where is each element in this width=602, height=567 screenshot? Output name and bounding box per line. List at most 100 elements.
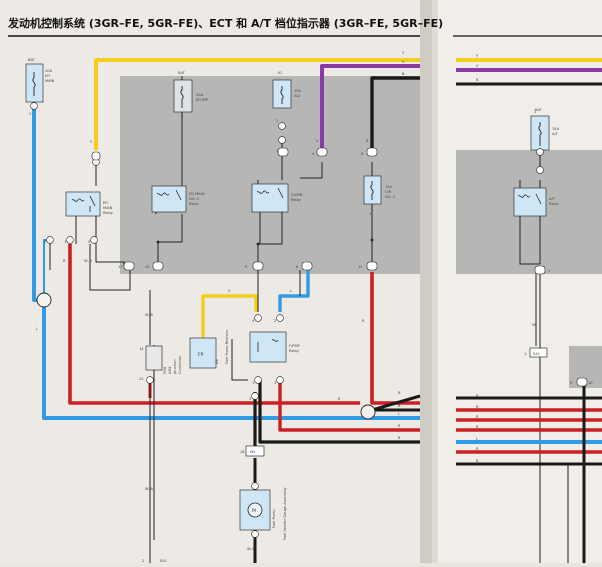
fp-resistor-tag: A8 [215, 359, 219, 364]
black-wire-lower-1 [371, 394, 421, 412]
right-bottom-pin: 9 [570, 381, 573, 385]
fpmp-relay-icon [257, 339, 279, 352]
cir-fuse-label-1: 15A [385, 185, 393, 189]
connector-pins [30, 102, 544, 538]
code-v-top: V [402, 60, 405, 64]
code-r-r4: R [476, 447, 479, 451]
af-relay [513, 187, 547, 217]
right-conn-pin: 1 [524, 352, 526, 356]
fpmp-relay-label-2: Relay [289, 349, 300, 353]
code-w-b-vertical: W–B [145, 313, 153, 317]
code-r-r1: R [476, 405, 479, 409]
junction-box-terminals [91, 147, 588, 387]
fuse-pin-6: 6 [361, 152, 364, 156]
code-b-lower: B [398, 391, 401, 395]
efi-relay-label-1: EFI [103, 201, 108, 205]
bottom-conn-label: EA1 [160, 559, 167, 563]
ecu-pin-1: 17 [118, 265, 123, 269]
code-b-r1: B [476, 394, 479, 398]
efi-relay-label-2: MAIN [103, 206, 113, 210]
efi-fuse-label-1: 20A [45, 69, 53, 73]
code-r-r2: R [476, 415, 479, 419]
af-bottom-pin: 1 [548, 269, 550, 273]
ig2-fuse-label-1: 15A [294, 89, 302, 93]
right-lower-wires [456, 382, 602, 563]
af-pin-top: 2 [534, 110, 536, 114]
wire-color-codes: Y V B Y V B Y V B R W–B L Y L R R B B L … [36, 51, 536, 551]
jb-pin-8: 8 [296, 265, 299, 269]
f-pmp-relay [249, 331, 287, 363]
right-bottom-pin-2: 10 [588, 381, 593, 385]
efi-fuse-icon [32, 72, 36, 96]
cir-fuse-label-3: NO. 2 [385, 195, 395, 199]
red-wire-left [68, 244, 360, 405]
ecu-pin-3: 9 [245, 265, 248, 269]
yellow-wire-resistor [201, 294, 258, 338]
right-page-paper [432, 0, 602, 563]
engine-room-junction-box [120, 76, 420, 274]
code-y-left: Y [90, 140, 93, 144]
af-relay-label-1: A/F [549, 197, 555, 201]
eg-relay-label-1: EG MAIN [189, 192, 205, 196]
fuel-pump-tag: Fuel Pump [272, 509, 276, 528]
joint-label-1: FD4 [163, 366, 167, 374]
copn-relay-label-1: C/OPN [291, 193, 303, 197]
book-spine-shadow [420, 0, 434, 563]
code-y-top: Y [402, 51, 405, 55]
code-y-right: Y [476, 54, 479, 58]
joint-label-3: Junction [173, 360, 177, 375]
ig-pin-1: 1 [276, 149, 278, 153]
fpmp-pin-1: 1 [252, 381, 254, 385]
efi-mp-fuse-tag: BAT [178, 71, 186, 75]
gauge-connector [245, 445, 265, 457]
code-b-r2: B [476, 459, 479, 463]
ig2-fuse-label-2: IG2 [294, 94, 300, 98]
af-relay-switch-icon [535, 193, 542, 205]
blue-wire-fpmp [278, 270, 310, 312]
efi-mp-fuse-label-1: 20A [196, 93, 204, 97]
efi-mp-fuse-icon [180, 86, 184, 108]
junction-connector [145, 345, 163, 371]
fpmp-pin-5: 5 [249, 397, 251, 401]
joint-pin-2: 22 [139, 377, 144, 381]
af-relay-coil-icon [517, 194, 531, 198]
fuel-pump-motor-icon [247, 502, 263, 518]
copn-relay-label-2: Relay [291, 198, 302, 202]
bottom-pin: 2 [142, 559, 144, 563]
black-wire-top [370, 76, 420, 150]
ig2-fuse-icon [280, 86, 284, 104]
code-r-r3: R [476, 425, 479, 429]
code-b-fpmp: B [398, 436, 401, 440]
joint-label-4: Connector [178, 355, 182, 374]
gauge-pin-label: 16 [240, 450, 245, 454]
splice-points [36, 238, 376, 420]
code-w-b-lower: W–B [145, 487, 153, 491]
efi-mp-fuse-label-2: EFI/MP [196, 98, 209, 102]
cir-fuse-label-2: CIR [385, 190, 392, 194]
jb-pin-12: 12 [358, 265, 363, 269]
fp-resistor-label: Fuel Pump Resistor [225, 329, 229, 364]
ig-pin-2: 2 [276, 119, 278, 123]
af-fuse-label-2: A/F [552, 132, 558, 136]
fuel-gauge-label: Fuel Sender Gauge Assembly [283, 487, 287, 540]
cir-fuse-icon [370, 181, 374, 200]
af-relay-label-2: Relay [549, 202, 560, 206]
eg-relay-coil-icon [156, 192, 170, 196]
gauge-conn-label: W1 [250, 450, 256, 454]
code-l-r: L [476, 437, 478, 441]
code-w-b-pump: W–B [247, 547, 255, 551]
ig2-fuse-tag: IG [278, 71, 282, 75]
fuel-pump-resistor [189, 337, 217, 369]
code-r-left: R [63, 259, 66, 263]
joint-label-2: AM1 [168, 366, 172, 374]
code-y-res: Y [228, 289, 231, 293]
code-l-fpmp: L [290, 289, 292, 293]
code-v-right: V [476, 64, 479, 68]
book-spine-edge [432, 0, 438, 563]
af-fuse-tag: BAT [535, 108, 543, 112]
c-opn-relay [251, 183, 289, 213]
relay-coil-icon [71, 198, 85, 202]
code-b-lower-2: B [398, 404, 401, 408]
code-w-b: W–B [84, 259, 92, 263]
